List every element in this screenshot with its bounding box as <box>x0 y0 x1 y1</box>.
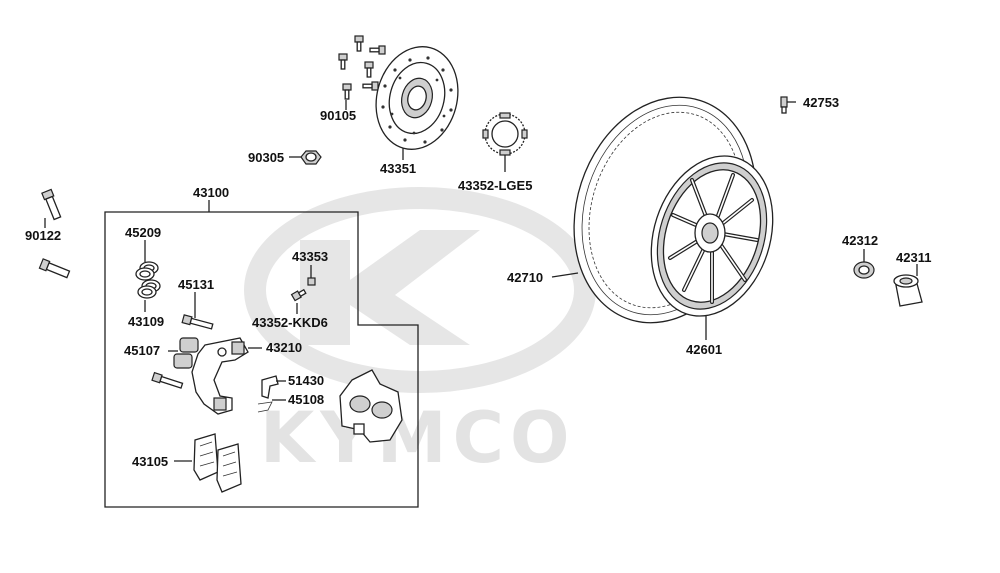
label-43100: 43100 <box>193 185 229 200</box>
caliper-body-icon <box>339 369 403 443</box>
caliper-pin-icon <box>181 314 214 330</box>
wheel-rim-icon <box>650 155 774 317</box>
bracket-bolt-icon <box>151 371 184 389</box>
pad-spring-icon <box>257 375 279 413</box>
seal-rings-icon <box>135 261 161 299</box>
label-42601: 42601 <box>686 342 722 357</box>
label-90305: 90305 <box>248 150 284 165</box>
label-43109: 43109 <box>128 314 164 329</box>
axle-bolt-icon <box>38 188 71 279</box>
tire-valve-icon <box>780 96 796 114</box>
bleed-screw-icon <box>307 277 316 286</box>
label-42311: 42311 <box>896 250 931 265</box>
watermark-text: KYMCO <box>260 397 575 479</box>
caliper-bracket-icon <box>191 337 249 415</box>
bushing-icon <box>893 274 923 307</box>
sensor-screw-icon <box>290 288 307 302</box>
label-45108: 45108 <box>288 392 324 407</box>
label-43210: 43210 <box>266 340 302 355</box>
label-43351: 43351 <box>380 161 416 176</box>
label-51430: 51430 <box>288 373 324 388</box>
disc-bolts-icon <box>338 35 386 100</box>
label-43352-lge5: 43352-LGE5 <box>458 178 532 193</box>
label-42312: 42312 <box>842 233 878 248</box>
label-45209: 45209 <box>125 225 161 240</box>
collar-icon <box>853 261 875 279</box>
label-45107: 45107 <box>124 343 160 358</box>
caliper-assembly-box <box>104 211 419 508</box>
label-90122: 90122 <box>25 228 61 243</box>
label-43352-kkd6: 43352-KKD6 <box>252 315 328 330</box>
label-42710: 42710 <box>507 270 543 285</box>
label-43353: 43353 <box>292 249 328 264</box>
brake-disc-icon <box>375 46 459 150</box>
caliper-pistons-icon <box>173 337 199 369</box>
brake-pads-icon <box>193 433 242 493</box>
kymco-watermark: KYMCO <box>244 187 596 479</box>
hex-nut-icon <box>300 150 322 165</box>
label-43105: 43105 <box>132 454 168 469</box>
label-42753: 42753 <box>803 95 839 110</box>
label-45131: 45131 <box>178 277 214 292</box>
tone-ring-icon <box>482 112 528 156</box>
label-90105: 90105 <box>320 108 356 123</box>
